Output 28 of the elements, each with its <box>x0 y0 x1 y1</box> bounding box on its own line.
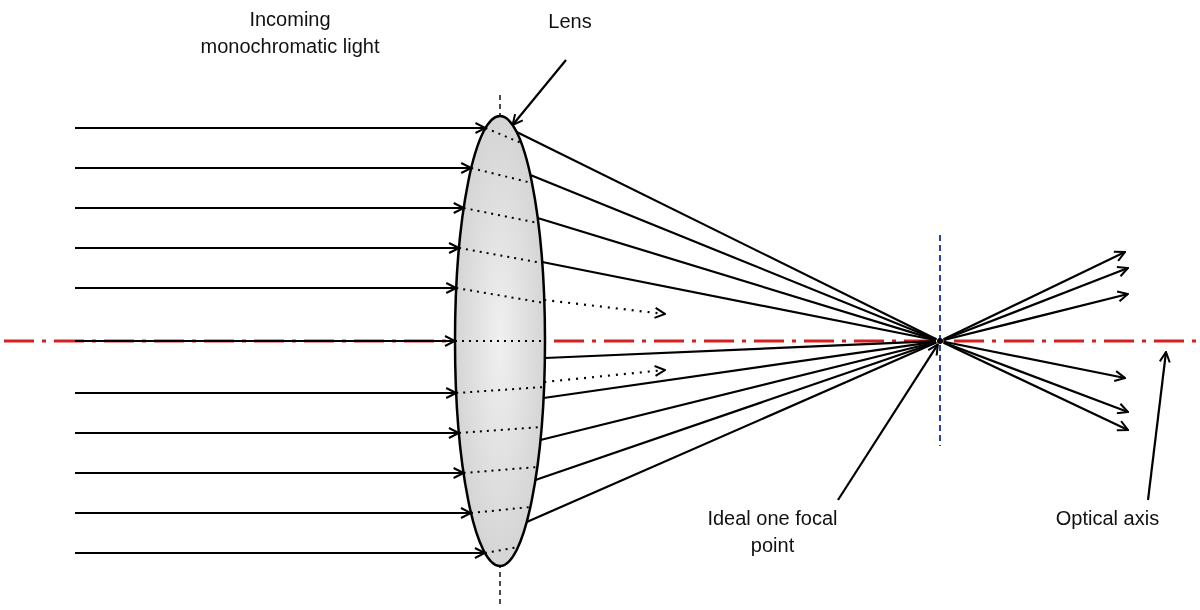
leader-arrow <box>511 59 567 126</box>
light-ray-arrow <box>75 467 465 479</box>
leader-arrow <box>837 343 939 501</box>
light-ray-arrow <box>544 365 666 384</box>
callout-label: Optical axis <box>1020 505 1195 532</box>
light-ray-arrow <box>943 250 1126 341</box>
light-ray-arrow <box>943 340 1126 382</box>
light-ray-arrow <box>75 547 486 559</box>
light-ray-arrow <box>943 265 1129 341</box>
light-ray-arrow <box>75 162 473 174</box>
light-ray-arrow <box>943 341 1129 415</box>
light-ray-arrow <box>943 341 1129 432</box>
light-ray-arrow <box>75 122 487 134</box>
light-ray-arrow <box>75 427 460 439</box>
light-source-label: Incoming monochromatic light <box>199 7 381 59</box>
light-ray-arrow <box>75 335 456 347</box>
light-ray-arrow <box>75 507 472 519</box>
light-ray-arrow <box>544 298 666 319</box>
light-ray-arrow <box>943 290 1129 342</box>
light-ray-arrow <box>75 387 458 399</box>
light-ray-arrow <box>75 242 460 254</box>
callout-label: Ideal one focal point <box>690 505 855 559</box>
focal-point <box>937 338 943 344</box>
light-ray-arrow <box>75 202 465 214</box>
lens-shape <box>453 114 547 568</box>
leader-arrow <box>1146 351 1171 501</box>
callout-label: Lens <box>530 8 610 35</box>
light-ray-arrow <box>75 282 458 294</box>
